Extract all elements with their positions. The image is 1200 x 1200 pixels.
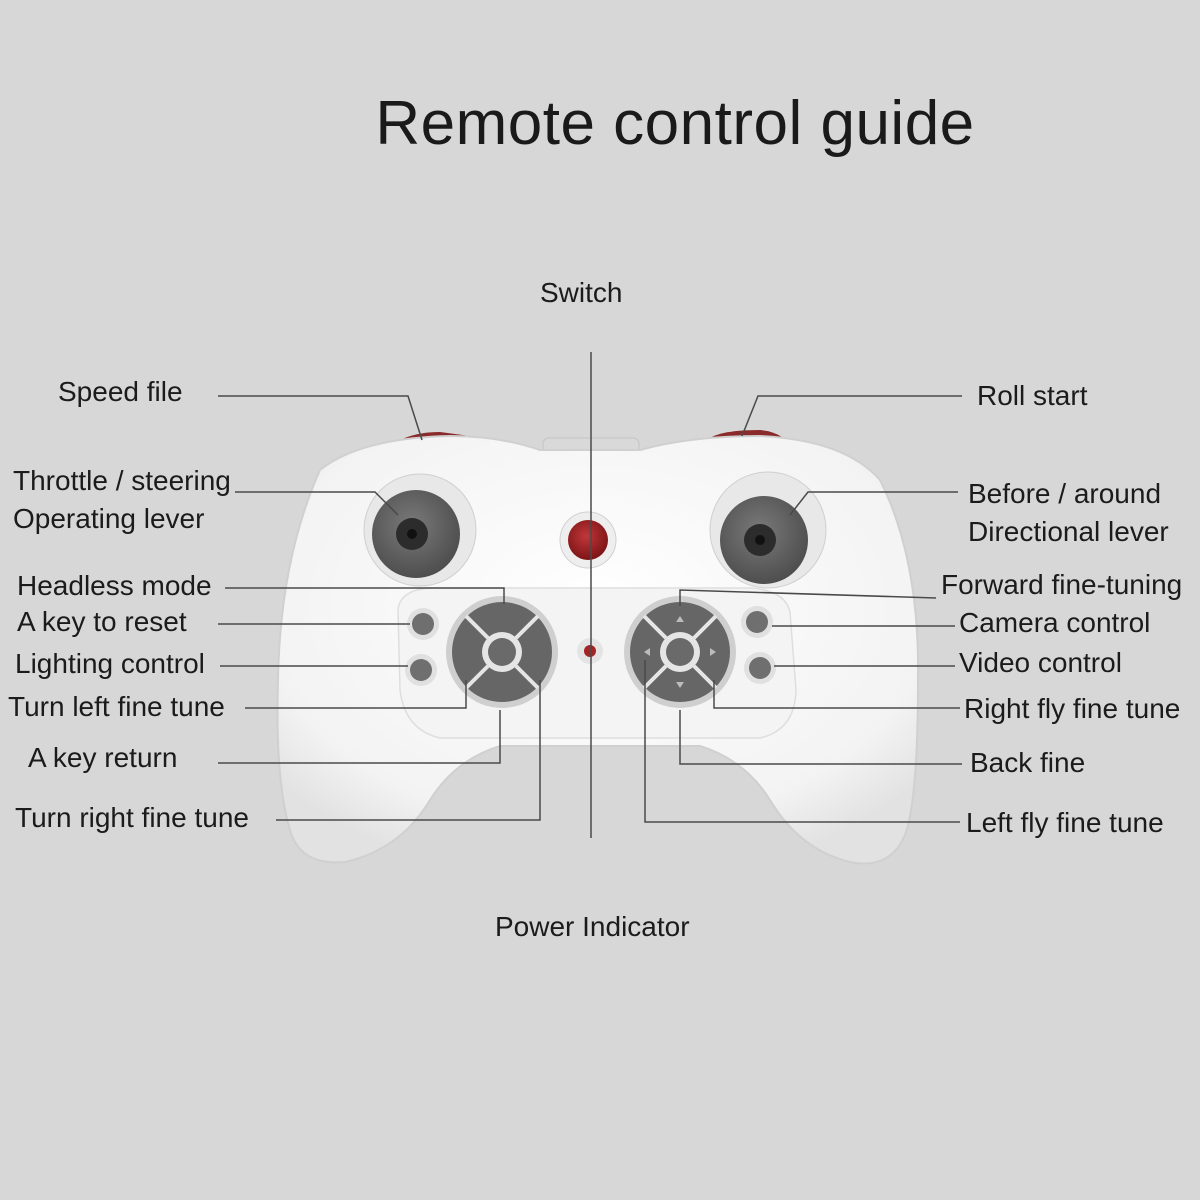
label-switch: Switch <box>540 277 623 308</box>
label-before-line1: Before / around <box>968 478 1162 509</box>
page-title: Remote control guide <box>375 89 975 158</box>
label-before-line2: Directional lever <box>968 516 1169 547</box>
label-roll-start: Roll start <box>977 380 1088 411</box>
label-throttle-line2: Operating lever <box>13 503 205 534</box>
label-turn-left-fine-tune: Turn left fine tune <box>8 691 225 722</box>
label-speed-file: Speed file <box>58 376 183 407</box>
label-before-around: Before / around Directional lever <box>968 475 1169 551</box>
label-back-fine: Back fine <box>970 747 1086 778</box>
video-control-button[interactable] <box>744 652 776 684</box>
power-indicator-led <box>577 638 603 664</box>
label-key-reset: A key to reset <box>17 606 187 637</box>
right-joystick[interactable] <box>709 471 827 589</box>
lighting-control-button[interactable] <box>405 654 437 686</box>
label-forward-fine-tuning: Forward fine-tuning <box>941 569 1183 600</box>
right-dpad[interactable] <box>624 596 736 708</box>
label-key-return: A key return <box>28 742 178 773</box>
camera-control-button[interactable] <box>741 606 773 638</box>
leader-lines <box>218 352 962 838</box>
label-power-indicator: Power Indicator <box>495 911 690 942</box>
left-dpad[interactable] <box>446 596 558 708</box>
label-left-fly-fine-tune: Left fly fine tune <box>966 807 1164 838</box>
label-throttle-steering: Throttle / steering Operating lever <box>13 462 231 538</box>
label-right-fly-fine-tune: Right fly fine tune <box>964 693 1181 724</box>
key-reset-button[interactable] <box>407 608 439 640</box>
power-switch[interactable] <box>559 511 617 569</box>
left-joystick[interactable] <box>363 473 477 587</box>
label-turn-right-fine-tune: Turn right fine tune <box>15 802 249 833</box>
label-throttle-line1: Throttle / steering <box>13 465 231 496</box>
label-video-control: Video control <box>959 647 1122 678</box>
label-headless-mode: Headless mode <box>17 570 212 601</box>
label-camera-control: Camera control <box>959 607 1151 638</box>
label-lighting-control: Lighting control <box>15 648 205 679</box>
